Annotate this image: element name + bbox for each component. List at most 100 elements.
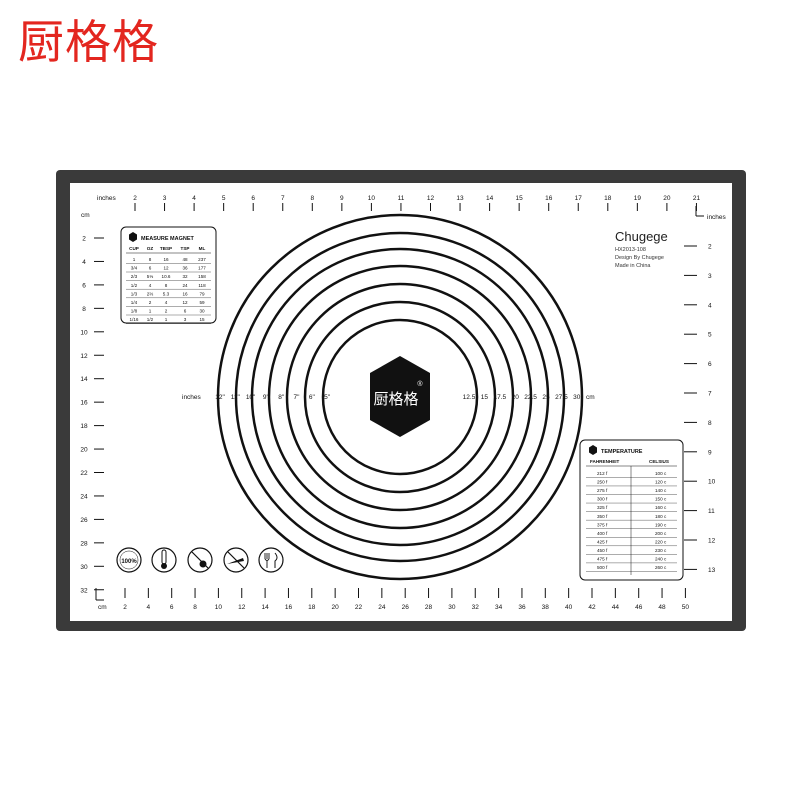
left-ruler-tick-label: 30 xyxy=(80,564,88,571)
measure-cell: 5.3 xyxy=(163,291,170,296)
measure-cell: 4 xyxy=(165,300,168,305)
measure-cell: 1/4 xyxy=(131,300,138,305)
top-ruler-tick-label: 12 xyxy=(427,195,435,202)
measure-header-cell: CUP xyxy=(129,246,139,251)
bottom-ruler-tick-label: 16 xyxy=(285,604,293,611)
temperature-cell: 350 f xyxy=(597,514,608,519)
measure-cell: 24 xyxy=(182,283,188,288)
right-ruler-tick-label: 2 xyxy=(708,244,712,251)
temperature-cell: 275 f xyxy=(597,488,608,493)
circle-inch-tick: 6" xyxy=(309,394,316,401)
temperature-cell: 120 c xyxy=(655,480,667,485)
size-circle xyxy=(321,318,479,476)
hexagon-bullet-icon xyxy=(129,232,137,242)
center-logo: 厨格格 ® xyxy=(370,356,430,437)
bottom-ruler-tick-label: 10 xyxy=(215,604,223,611)
top-ruler-tick-label: 15 xyxy=(516,195,524,202)
right-ruler-tick-label: 6 xyxy=(708,361,712,368)
measure-cell: 1/8 xyxy=(131,309,138,314)
top-ruler-tick-label: 19 xyxy=(634,195,642,202)
measure-cell: 32 xyxy=(182,274,188,279)
circle-inch-tick: 5" xyxy=(324,394,331,401)
temperature-cell: 100 c xyxy=(655,471,667,476)
bottom-ruler-tick-label: 44 xyxy=(612,604,620,611)
circle-inch-tick: 10" xyxy=(246,394,256,401)
top-ruler-tick-label: 4 xyxy=(192,195,196,202)
measure-cell: 79 xyxy=(199,291,205,296)
center-logo-text: 厨格格 xyxy=(373,390,418,408)
hexagon-logo-icon xyxy=(370,356,430,437)
temperature-cell: 220 c xyxy=(655,539,667,544)
size-circle xyxy=(234,231,566,563)
temperature-cell: 450 f xyxy=(597,548,608,553)
measure-title: MEASURE MAGNET xyxy=(141,236,195,242)
hexagon-bullet-icon xyxy=(589,445,597,455)
temperature-cell: 240 c xyxy=(655,557,667,562)
right-ruler-tick-label: 7 xyxy=(708,391,712,398)
left-ruler-tick-label: 4 xyxy=(82,259,86,266)
circle-cm-tick: 25 xyxy=(542,394,550,401)
circle-inch-label: inches xyxy=(182,394,202,401)
measure-cell: 16 xyxy=(163,257,169,262)
left-ruler-tick-label: 14 xyxy=(80,376,88,383)
circle-cm-tick: 15 xyxy=(481,394,489,401)
temperature-cell: 475 f xyxy=(597,557,608,562)
measure-cell: 8 xyxy=(165,283,168,288)
circle-cm-tick: 17.5 xyxy=(493,394,506,401)
left-ruler-tick-label: 22 xyxy=(80,470,88,477)
temperature-cell: 325 f xyxy=(597,505,608,510)
measure-cell: 1 xyxy=(165,317,168,322)
dishwasher-safe-icon xyxy=(258,547,284,573)
bottom-ruler-label: cm xyxy=(98,604,107,611)
bottom-ruler-tick-label: 22 xyxy=(355,604,363,611)
size-circle xyxy=(285,282,515,512)
bottom-ruler-tick-label: 12 xyxy=(238,604,246,611)
top-ruler-label: inches xyxy=(97,195,117,202)
measure-header-cell: TSP xyxy=(181,246,190,251)
temperature-cell: 500 f xyxy=(597,565,608,570)
right-ruler-tick-label: 8 xyxy=(708,420,712,427)
temperature-cell: 200 c xyxy=(655,531,667,536)
measure-cell: 59 xyxy=(199,300,205,305)
silicone-pct-text: 100% xyxy=(121,559,137,565)
left-ruler-tick-label: 10 xyxy=(80,329,88,336)
bottom-ruler-tick-label: 24 xyxy=(378,604,386,611)
temperature-cell: 375 f xyxy=(597,522,608,527)
measure-cell: 48 xyxy=(182,257,188,262)
bottom-ruler-tick-label: 42 xyxy=(588,604,596,611)
right-ruler-label: inches xyxy=(707,214,727,221)
bottom-ruler-tick-label: 32 xyxy=(472,604,480,611)
circle-cm-tick: 20 xyxy=(512,394,520,401)
temperature-cell: 140 c xyxy=(655,488,667,493)
left-ruler-tick-label: 32 xyxy=(80,587,88,594)
measure-cell: 1/3 xyxy=(131,291,138,296)
temperature-header-cell: FAHRENHEIT xyxy=(590,459,620,464)
top-ruler-tick-label: 21 xyxy=(693,195,701,202)
right-ruler-tick-label: 11 xyxy=(708,508,715,515)
registered-mark: ® xyxy=(417,380,423,388)
temperature-cell: 400 f xyxy=(597,531,608,536)
left-ruler-tick-label: 20 xyxy=(80,447,88,454)
temperature-header-cell: CELSIUS xyxy=(649,459,669,464)
measure-header-cell: TBSP xyxy=(160,246,172,251)
left-ruler-tick-label: 8 xyxy=(82,306,86,313)
bottom-ruler-tick-label: 48 xyxy=(658,604,666,611)
bottom-ruler-tick-label: 14 xyxy=(261,604,269,611)
right-ruler-tick-label: 4 xyxy=(708,302,712,309)
right-ruler-tick-label: 9 xyxy=(708,449,712,456)
left-ruler-label: cm xyxy=(81,212,90,219)
brand-title: 厨格格 xyxy=(18,15,159,69)
measure-cell: 30 xyxy=(199,309,205,314)
temperature-cell: 250 f xyxy=(597,480,608,485)
top-ruler-tick-label: 14 xyxy=(486,195,494,202)
bottom-ruler-tick-label: 6 xyxy=(170,604,174,611)
measure-cell: 118 xyxy=(198,283,206,288)
bottom-ruler-tick-label: 8 xyxy=(193,604,197,611)
measure-header-cell: OZ xyxy=(147,246,154,251)
measure-cell: 237 xyxy=(198,257,206,262)
measure-cell: 36 xyxy=(182,266,188,271)
top-ruler-tick-label: 2 xyxy=(133,195,137,202)
top-ruler-tick-label: 13 xyxy=(456,195,464,202)
